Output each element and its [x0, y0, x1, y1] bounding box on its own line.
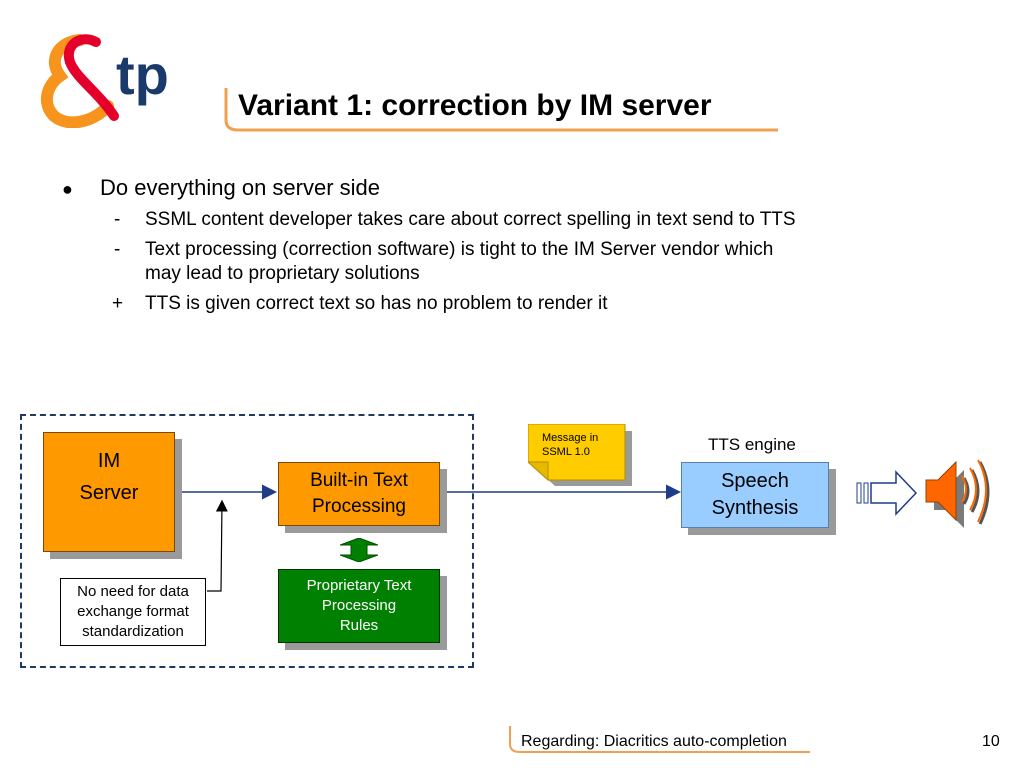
- builtin-label-2: Processing: [312, 496, 406, 517]
- bullet-sub-3-text: TTS is given correct text so has no prob…: [145, 293, 608, 314]
- builtin-label-1: Built-in Text: [310, 470, 408, 491]
- bullet-main-marker: ●: [62, 179, 73, 199]
- slide-title: Variant 1: correction by IM server: [238, 89, 712, 122]
- ssml-message-note: [528, 424, 632, 486]
- footer-underline: [509, 726, 810, 753]
- proprietary-rules-box: Proprietary Text Processing Rules: [278, 569, 440, 643]
- note-line-3: standardization: [82, 623, 184, 640]
- bullet-sub-2-marker: -: [114, 239, 121, 260]
- proprietary-label-3: Rules: [339, 617, 379, 634]
- note-pointer-line: [207, 499, 228, 592]
- bullet-sub-1-marker: -: [114, 209, 121, 230]
- output-block-arrow: [856, 470, 918, 516]
- bullet-sub-3-marker: +: [112, 293, 124, 314]
- page-number: 10: [982, 733, 1000, 750]
- builtin-text-processing-box: Built-in Text Processing: [278, 462, 440, 526]
- note-line-1: No need for data: [77, 583, 189, 600]
- ssml-message-line-2: SSML 1.0: [542, 446, 590, 458]
- bullet-sub-1-text: SSML content developer takes care about …: [145, 209, 796, 230]
- speech-label-2: Synthesis: [711, 497, 799, 519]
- speech-label-1: Speech: [721, 470, 789, 492]
- standardization-note: No need for data exchange format standar…: [60, 578, 206, 646]
- proprietary-label-1: Proprietary Text: [306, 577, 412, 594]
- ssml-message-line-1: Message in: [542, 432, 599, 444]
- bullet-sub-2-text-line1: Text processing (correction software) is…: [145, 239, 774, 260]
- bidirectional-arrow: [340, 538, 378, 562]
- bullet-main-text: Do everything on server side: [100, 175, 381, 200]
- im-server-boundary: [20, 414, 474, 668]
- footer-text: Regarding: Diacritics auto-completion: [521, 733, 787, 750]
- speaker-icon: [925, 459, 990, 528]
- speech-synthesis-box: Speech Synthesis: [681, 462, 829, 528]
- im-server-label-2: Server: [79, 482, 139, 504]
- logo-ampersand-orange: [40, 34, 114, 128]
- bullet-sub-2-text-line2: may lead to proprietary solutions: [145, 263, 420, 284]
- tp-logo: tp: [40, 34, 169, 128]
- im-server-box: IM Server: [43, 432, 175, 552]
- proprietary-label-2: Processing: [321, 597, 397, 614]
- tts-engine-label: TTS engine: [708, 435, 796, 454]
- logo-text: tp: [116, 43, 169, 106]
- logo-ampersand-red: [63, 34, 119, 121]
- im-server-label-1: IM: [97, 450, 121, 472]
- title-underline: [224, 88, 778, 132]
- note-line-2: exchange format: [77, 603, 189, 620]
